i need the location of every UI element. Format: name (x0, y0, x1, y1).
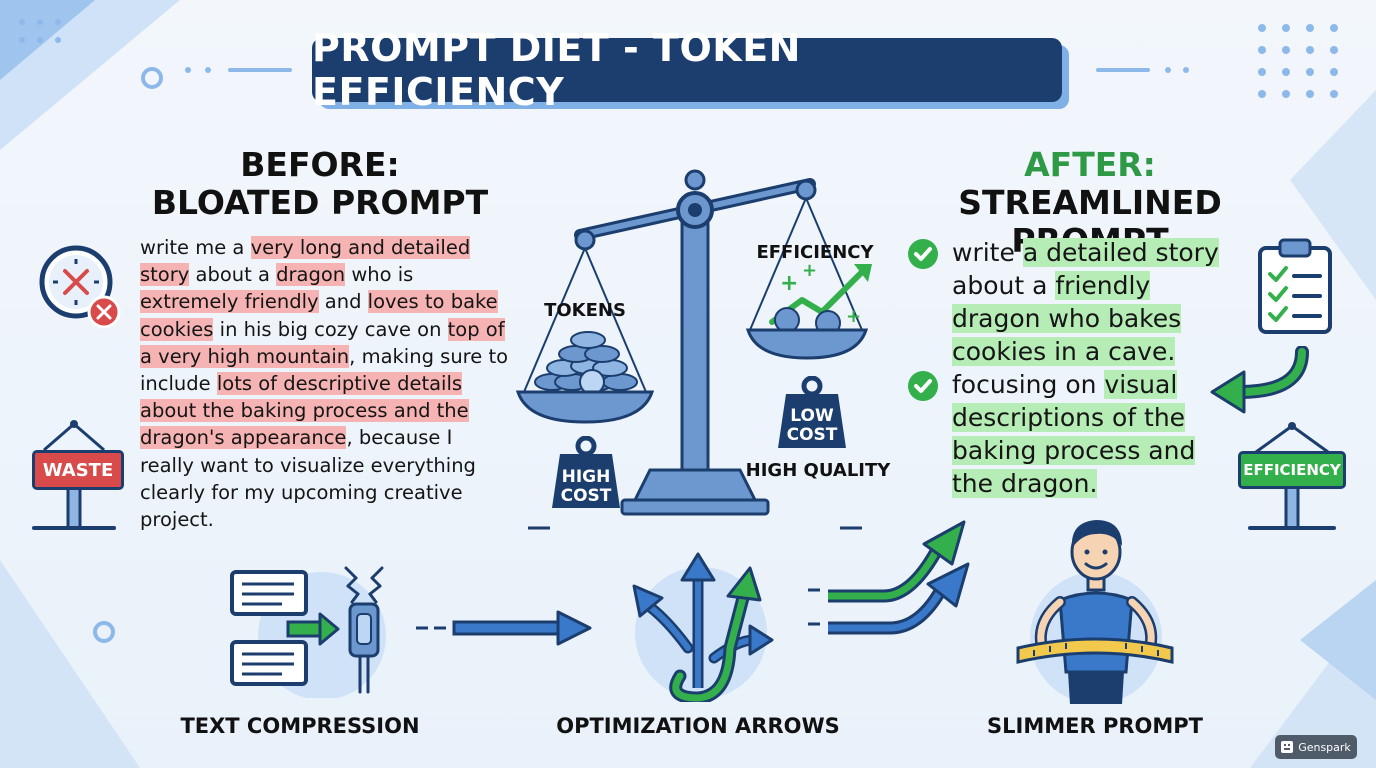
text-compression-label: TEXT COMPRESSION (180, 714, 420, 738)
prompt-phrase: and (318, 290, 368, 314)
low-cost-weight-label: LOW COST (774, 407, 850, 445)
slimmer-prompt-label: SLIMMER PROMPT (987, 714, 1203, 738)
streamlined-item: focusing on visual descriptions of the b… (908, 368, 1228, 500)
streamlined-prompt-list: write a detailed story about a friendly … (908, 236, 1228, 500)
optimization-arrows-label: OPTIMIZATION ARROWS (556, 714, 840, 738)
high-quality-label: HIGH QUALITY (745, 460, 891, 481)
svg-text:+: + (846, 306, 861, 327)
bloated-prompt-text: write me a very long and detailed story … (140, 234, 510, 533)
page-title: PROMPT DIET - TOKEN EFFICIENCY (312, 26, 801, 114)
prompt-phrase: about a (189, 263, 277, 287)
prompt-phrase: focusing on (952, 370, 1105, 399)
prompt-phrase: about a (952, 271, 1056, 300)
dashed-arrow-icon (416, 610, 592, 646)
low-cost-weight-icon (778, 376, 846, 448)
streamlined-item: write a detailed story about a friendly … (908, 236, 1228, 368)
title-banner: PROMPT DIET - TOKEN EFFICIENCY (312, 26, 1062, 114)
clock-x-icon (39, 245, 121, 329)
high-cost-line2: COST (560, 486, 612, 506)
text-compression-icon (230, 566, 386, 698)
clipboard-checklist-icon (1258, 238, 1332, 334)
tokens-label: TOKENS (544, 300, 626, 321)
prompt-phrase: who is (345, 263, 414, 287)
before-heading-line2: BLOATED PROMPT (151, 183, 489, 222)
genspark-logo-icon (1281, 741, 1294, 753)
highlighted-bloat-phrase: lots of descriptive details about the ba… (140, 372, 469, 450)
check-icon (908, 371, 938, 401)
genspark-watermark: Genspark (1275, 735, 1357, 759)
genspark-label: Genspark (1298, 740, 1351, 754)
curved-arrow-icon (1210, 346, 1309, 414)
prompt-phrase: in his big cozy cave on (213, 317, 448, 341)
low-cost-line2: COST (786, 425, 838, 445)
check-icon (908, 239, 938, 269)
efficiency-label: EFFICIENCY (756, 242, 874, 263)
prompt-phrase: , making sure to include (140, 344, 509, 396)
balance-scale-icon: + + + (515, 169, 872, 530)
before-heading-line1: BEFORE: (240, 145, 400, 184)
efficiency-sign-post (1248, 422, 1336, 530)
prompt-phrase: write (952, 238, 1023, 267)
waste-sign: WASTE (32, 450, 124, 490)
high-cost-weight-icon (552, 436, 620, 508)
high-cost-weight-label: HIGH COST (548, 468, 624, 506)
svg-text:+: + (802, 260, 817, 281)
high-cost-line1: HIGH (561, 467, 611, 487)
rising-arrows-icon (808, 520, 970, 635)
low-cost-line1: LOW (790, 406, 834, 426)
prompt-phrase: write me a (140, 236, 251, 259)
svg-text:+: + (780, 271, 798, 296)
highlighted-bloat-phrase: dragon (276, 263, 346, 287)
before-heading: BEFORE: BLOATED PROMPT (110, 146, 530, 222)
optimization-arrows-icon (632, 552, 774, 702)
highlighted-key-phrase: a detailed story (1022, 238, 1219, 267)
slim-person-tape-icon (1016, 520, 1174, 704)
highlighted-bloat-phrase: extremely friendly (140, 290, 319, 314)
prompt-phrase: , because I really want to visualize eve… (140, 426, 476, 532)
efficiency-sign: EFFICIENCY (1238, 451, 1346, 489)
after-heading-line1: AFTER: (1024, 145, 1156, 184)
